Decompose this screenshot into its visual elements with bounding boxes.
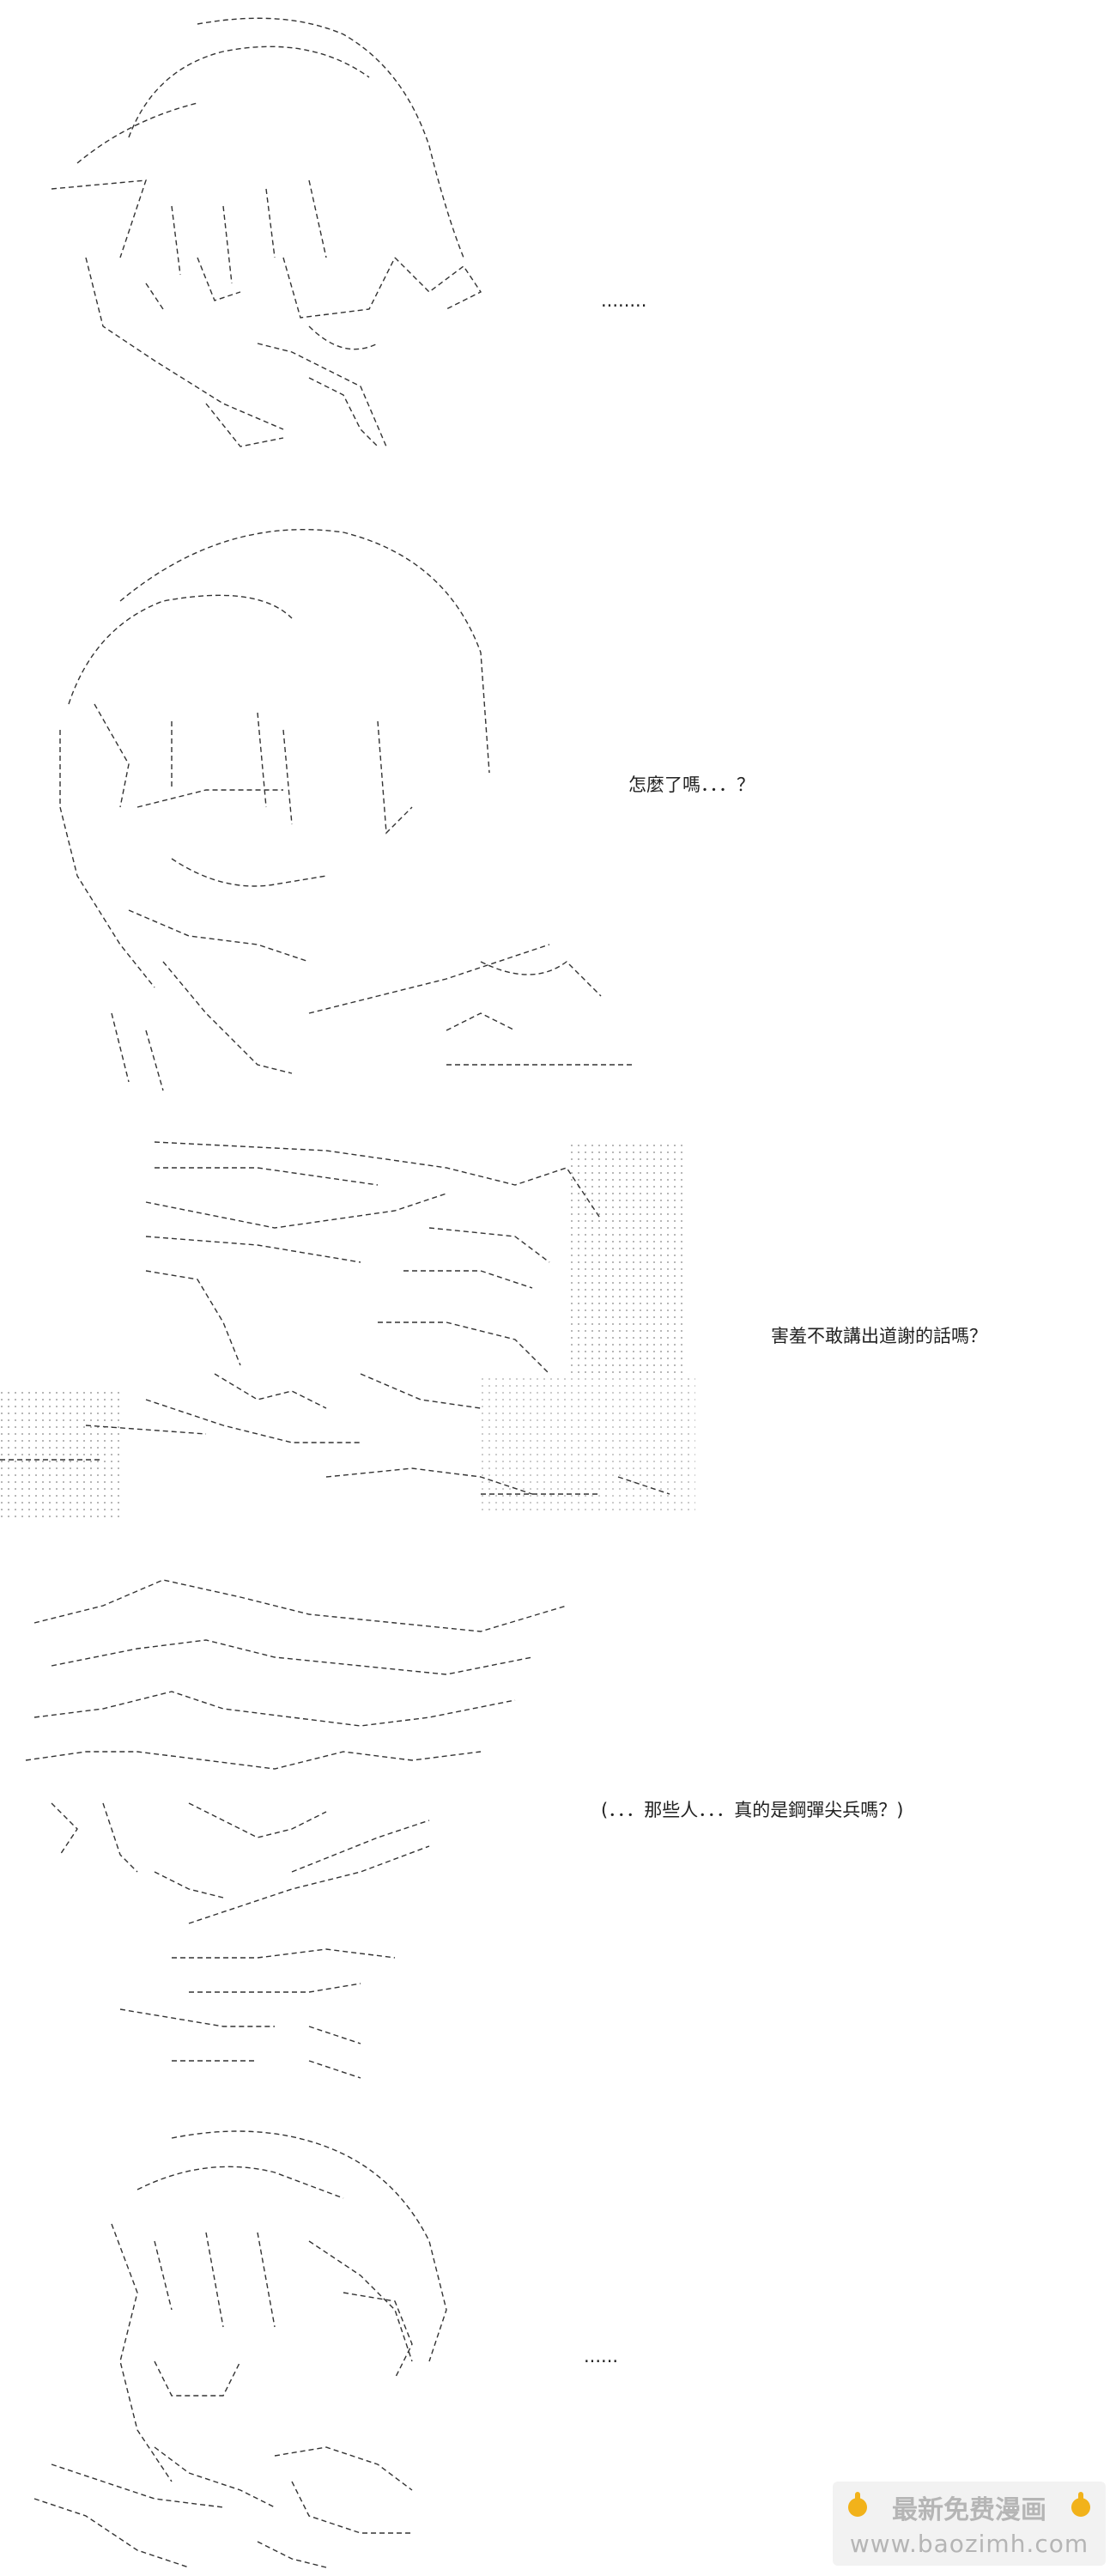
pointing-hand-icon [848,2492,867,2517]
dialogue-text: ...... [584,2346,619,2366]
pointing-hand-icon [1071,2492,1090,2517]
site-watermark: 最新免费漫画 www.baozimh.com [833,2482,1106,2566]
ascii-art-character-1 [51,17,482,447]
ascii-art-character-5 [33,2130,447,2568]
panel-2: 怎麼了嗎．．．？ [0,481,1116,1099]
dialogue-text: (．．．那些人．．．真的是鋼彈尖兵嗎？) [601,1800,904,1820]
dialogue-text: ........ [601,290,647,311]
panel-3: 害羞不敢講出道謝的話嗎？ [0,1116,1116,1528]
watermark-url: www.baozimh.com [849,2530,1089,2558]
panel-1: ........ [0,0,1116,464]
panel-5: ...... [0,2104,1116,2576]
ascii-art-character-3 [0,1141,695,1520]
ascii-art-character-4 [25,1579,567,2079]
dialogue-text: 怎麼了嗎．．．？ [628,775,755,795]
ascii-art-character-2 [59,528,635,1091]
panel-4: (．．．那些人．．．真的是鋼彈尖兵嗎？) [0,1546,1116,2095]
watermark-title: 最新免费漫画 [892,2495,1046,2525]
dialogue-text: 害羞不敢講出道謝的話嗎？ [771,1326,987,1346]
